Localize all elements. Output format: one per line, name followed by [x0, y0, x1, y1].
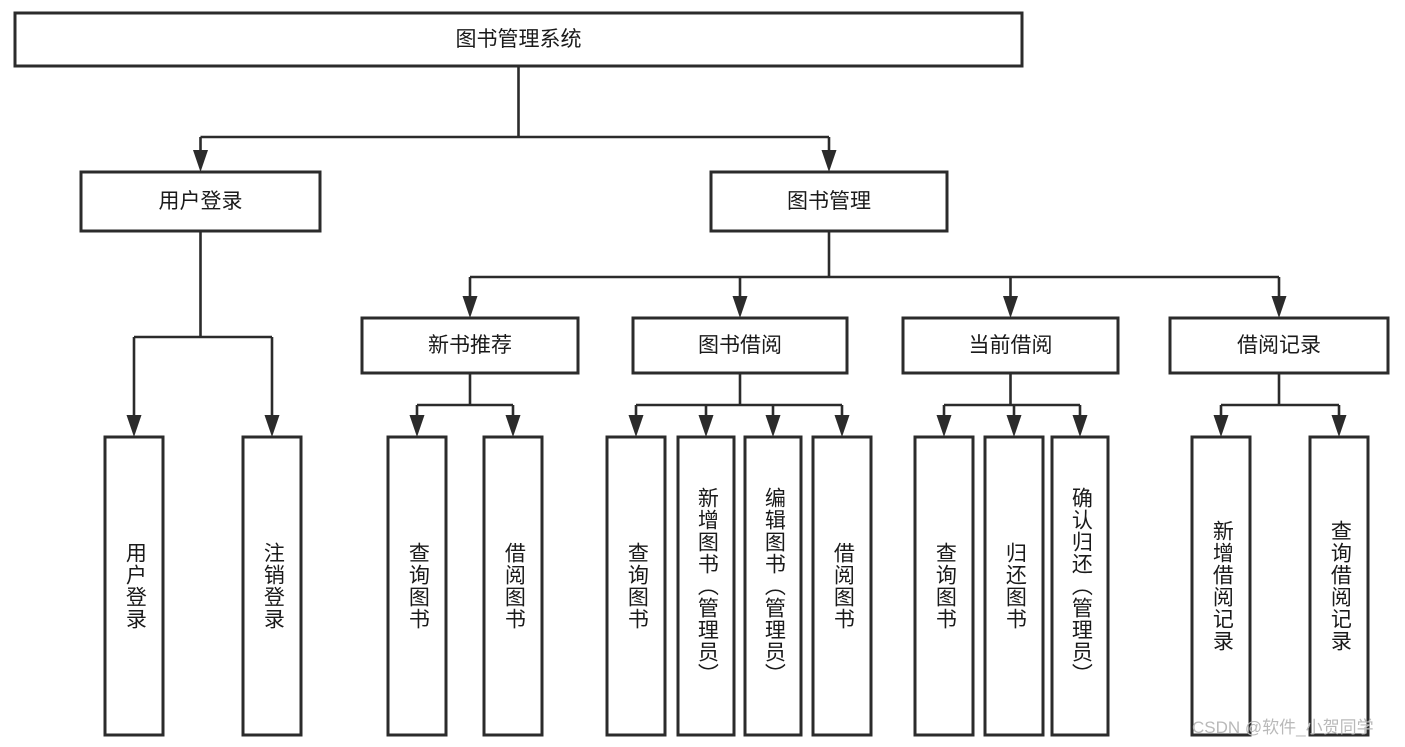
node-label-leaf-user-login: 用户登录 — [123, 542, 147, 630]
node-label-leaf-logout: 注销登录 — [261, 542, 285, 630]
node-box-leaf-borrow-book-1[interactable] — [482, 435, 544, 737]
conn-user-login-to-leaf-user-login-head — [126, 415, 142, 437]
node-label-leaf-query-book-3: 查询图书 — [933, 542, 957, 630]
node-box-leaf-query-book-1[interactable] — [386, 435, 448, 737]
conn-borrow-record-to-leaf-query-record-head — [1331, 415, 1347, 437]
node-box-borrow-record[interactable] — [1168, 316, 1390, 375]
node-label-current-borrow: 当前借阅 — [969, 334, 1053, 357]
conn-bm-to-new-book-rec-head — [462, 296, 478, 318]
conn-current-borrow-to-leaf-return-book-head — [1006, 415, 1022, 437]
boxes-layer — [13, 11, 1390, 737]
node-label-leaf-query-book-2: 查询图书 — [625, 542, 649, 630]
node-label-leaf-add-record: 新增借阅记录 — [1210, 520, 1234, 652]
node-label-leaf-borrow-book-2: 借阅图书 — [831, 542, 855, 630]
conn-root-to-book-manage-head — [821, 150, 837, 172]
conn-user-login-to-leaf-logout-head — [264, 415, 280, 437]
conn-root-to-user-login-head — [193, 150, 208, 172]
node-box-book-manage[interactable] — [709, 170, 949, 233]
node-label-leaf-confirm-return: 确认归还（管理员） — [1069, 487, 1093, 685]
node-label-book-manage: 图书管理 — [787, 190, 871, 213]
node-box-leaf-logout[interactable] — [241, 435, 303, 737]
csdn-watermark: CSDN @软件_小贺同学 — [1192, 718, 1374, 737]
conn-bm-to-current-borrow-head — [1003, 296, 1018, 318]
node-box-leaf-add-book[interactable] — [676, 435, 736, 737]
node-label-root: 图书管理系统 — [456, 28, 582, 51]
conn-book-borrow-to-leaf-query-book-2-head — [628, 415, 644, 437]
node-box-leaf-query-book-2[interactable] — [605, 435, 667, 737]
node-box-leaf-add-record[interactable] — [1190, 435, 1252, 737]
conn-bm-to-borrow-record-head — [1271, 296, 1287, 318]
node-label-leaf-edit-book: 编辑图书（管理员） — [762, 487, 786, 685]
conn-borrow-record-to-leaf-add-record-head — [1213, 415, 1229, 437]
node-label-new-book-rec: 新书推荐 — [428, 334, 512, 357]
conn-book-borrow-to-leaf-add-book-head — [698, 415, 714, 437]
node-box-leaf-query-book-3[interactable] — [913, 435, 975, 737]
node-box-leaf-borrow-book-2[interactable] — [811, 435, 873, 737]
node-box-leaf-confirm-return[interactable] — [1050, 435, 1110, 737]
conn-bm-to-book-borrow-head — [732, 296, 748, 318]
node-label-leaf-return-book: 归还图书 — [1003, 542, 1027, 630]
node-box-leaf-return-book[interactable] — [983, 435, 1045, 737]
conn-new-book-rec-to-leaf-query-book-1-head — [409, 415, 425, 437]
node-label-leaf-query-record: 查询借阅记录 — [1328, 520, 1352, 652]
node-box-leaf-edit-book[interactable] — [743, 435, 803, 737]
conn-current-borrow-to-leaf-query-book-3-head — [936, 415, 952, 437]
node-box-book-borrow[interactable] — [631, 316, 849, 375]
conn-current-borrow-to-leaf-confirm-return-head — [1072, 415, 1088, 437]
connectors-layer — [126, 66, 1347, 437]
conn-book-borrow-to-leaf-borrow-book-2-head — [834, 415, 850, 437]
conn-new-book-rec-to-leaf-borrow-book-1-head — [505, 415, 521, 437]
node-label-leaf-add-book: 新增图书（管理员） — [695, 487, 719, 685]
conn-book-borrow-to-leaf-edit-book-head — [765, 415, 781, 437]
node-box-new-book-rec[interactable] — [360, 316, 580, 375]
node-label-book-borrow: 图书借阅 — [698, 334, 782, 357]
node-label-user-login: 用户登录 — [159, 190, 243, 213]
node-label-borrow-record: 借阅记录 — [1237, 334, 1321, 357]
node-box-user-login[interactable] — [79, 170, 322, 233]
node-box-current-borrow[interactable] — [901, 316, 1120, 375]
node-box-leaf-user-login[interactable] — [103, 435, 165, 737]
node-box-root[interactable] — [13, 11, 1024, 68]
node-label-leaf-borrow-book-1: 借阅图书 — [502, 542, 526, 630]
node-box-leaf-query-record[interactable] — [1308, 435, 1370, 737]
node-label-leaf-query-book-1: 查询图书 — [406, 542, 430, 630]
